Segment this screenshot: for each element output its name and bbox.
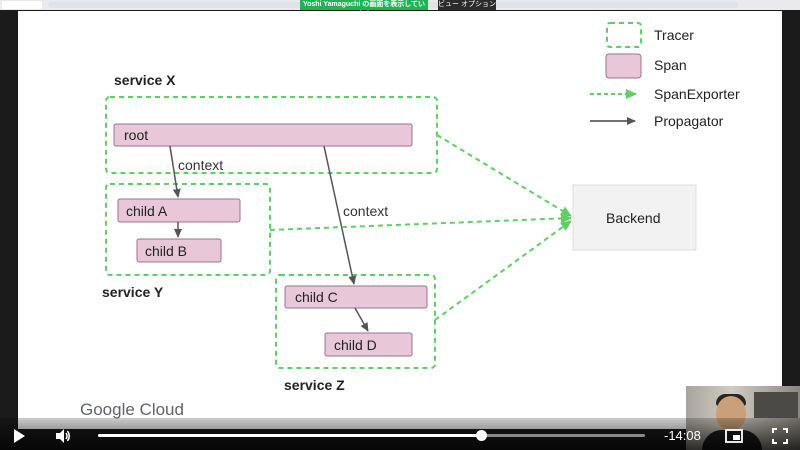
time-remaining: -14:08 <box>664 428 701 443</box>
picture-in-picture-icon[interactable] <box>725 427 743 445</box>
span-child-a-label: child A <box>126 203 168 219</box>
legend-propagator-label: Propagator <box>654 113 724 129</box>
span-child-d <box>324 332 413 357</box>
span-child-d-label: child D <box>334 337 377 353</box>
propagator-child-c-to-child-d <box>354 307 369 332</box>
volume-icon[interactable] <box>54 427 72 445</box>
slide: Tracer Span SpanExporter Propagator serv… <box>18 11 782 429</box>
exporter-service-y-to-backend <box>269 213 572 231</box>
legend-exporter-label: SpanExporter <box>654 86 740 102</box>
google-cloud-logo: Google Cloud <box>80 400 184 419</box>
view-options-button[interactable]: ビュー オプション ▾ <box>438 0 496 18</box>
legend-tracer-label: Tracer <box>654 27 694 43</box>
propagator-root-to-child-a <box>169 145 181 198</box>
context-label-1: context <box>178 157 224 173</box>
seek-bar-knob[interactable] <box>475 430 487 441</box>
span-root <box>113 123 413 147</box>
exporter-service-z-to-backend <box>434 220 572 321</box>
exporter-service-x-to-backend <box>436 134 572 217</box>
seek-bar-fill <box>98 434 481 437</box>
legend-span-label: Span <box>654 57 687 73</box>
span-child-b-label: child B <box>145 243 188 259</box>
span-child-c-label: child C <box>295 289 338 305</box>
service-x-label: service X <box>114 72 176 88</box>
context-label-2: context <box>343 203 389 219</box>
service-z-label: service Z <box>284 377 345 393</box>
backend-box <box>572 184 697 251</box>
play-icon[interactable] <box>10 427 28 445</box>
propagator-root-to-child-c <box>323 145 357 285</box>
screen-share-banner: Yoshi Yamaguchi の画面を表示しています <box>300 0 428 18</box>
seek-bar[interactable] <box>98 430 645 441</box>
backend-label: Backend <box>606 210 661 226</box>
span-root-label: root <box>124 127 149 143</box>
legend-tracer-swatch <box>606 22 642 48</box>
tracer-box-service-y <box>105 183 271 276</box>
span-child-b <box>136 238 222 263</box>
span-child-c <box>284 285 428 309</box>
legend-span-swatch <box>605 53 642 79</box>
span-child-a <box>117 198 241 223</box>
fullscreen-icon[interactable] <box>771 427 789 445</box>
tracer-box-service-z <box>275 274 436 369</box>
browser-tab[interactable] <box>2 1 42 9</box>
service-y-label: service Y <box>102 284 164 300</box>
diagram-canvas <box>105 22 697 369</box>
